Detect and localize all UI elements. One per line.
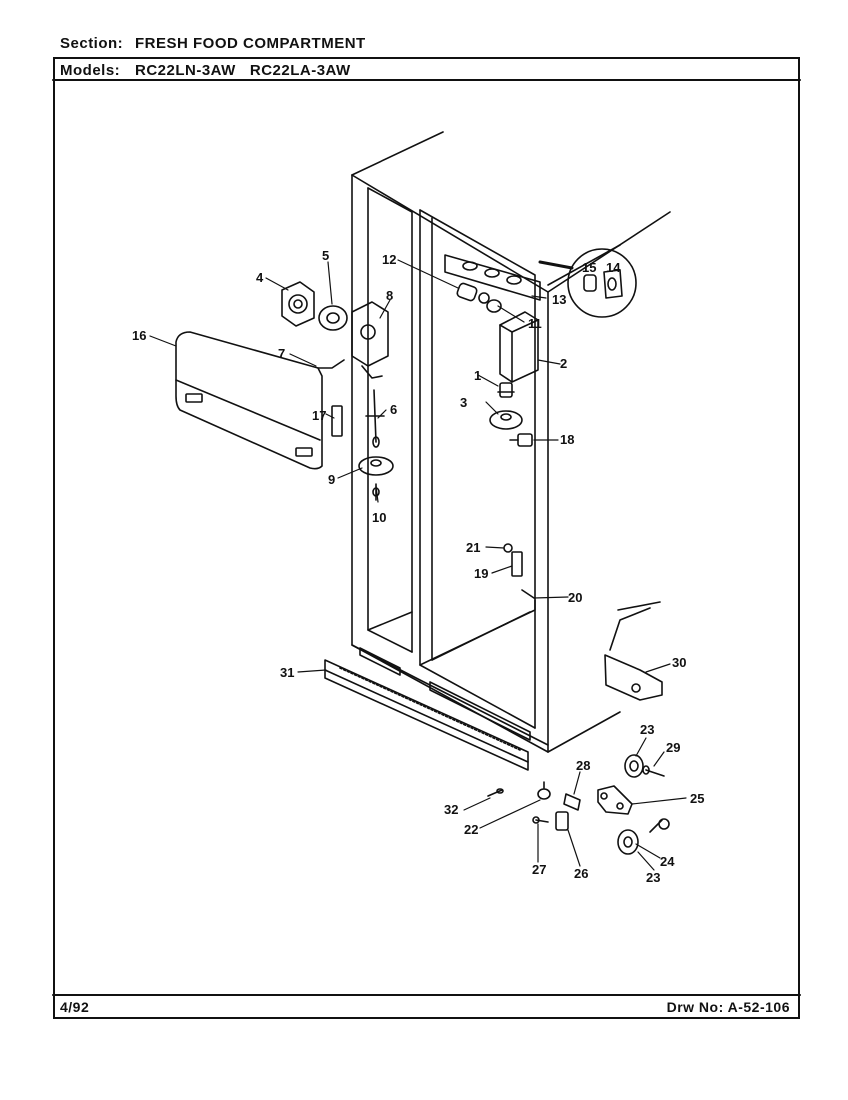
models-label: Models: bbox=[60, 62, 121, 79]
callout-29: 29 bbox=[666, 740, 680, 755]
section-header: Section: FRESH FOOD COMPARTMENT bbox=[60, 35, 380, 52]
callout-1: 1 bbox=[474, 368, 481, 383]
callout-26: 26 bbox=[574, 866, 588, 881]
drawing-number: Drw No: A-52-106 bbox=[666, 999, 790, 1015]
callout-7: 7 bbox=[278, 346, 285, 361]
part-28-plate bbox=[563, 793, 581, 811]
callout-31: 31 bbox=[280, 665, 294, 680]
part-22-washer bbox=[537, 781, 551, 800]
callout-16: 16 bbox=[132, 328, 146, 343]
part-27-screw bbox=[532, 816, 549, 824]
part-29-screw bbox=[642, 765, 665, 777]
callout-20: 20 bbox=[568, 590, 582, 605]
drawing-frame bbox=[53, 57, 800, 1019]
callout-13: 13 bbox=[552, 292, 566, 307]
callout-10: 10 bbox=[372, 510, 386, 525]
callout-21: 21 bbox=[466, 540, 480, 555]
part-4-housing bbox=[281, 281, 315, 327]
cabinet-liner bbox=[351, 131, 671, 753]
callout-4: 4 bbox=[256, 270, 264, 285]
callout-2: 2 bbox=[560, 356, 567, 371]
part-24-bolt bbox=[649, 818, 670, 833]
callout-9: 9 bbox=[328, 472, 335, 487]
callout-17: 17 bbox=[312, 408, 326, 423]
callout-labels: 1 2 3 4 5 6 7 8 9 10 11 12 13 14 15 16 1… bbox=[132, 248, 704, 885]
part-25-leveler-bracket bbox=[597, 785, 633, 815]
part-17-bracket bbox=[331, 405, 343, 437]
callout-12: 12 bbox=[382, 252, 396, 267]
models-header: Models: RC22LN-3AW RC22LA-3AW bbox=[60, 62, 365, 79]
part-8-control-housing bbox=[351, 301, 389, 379]
callout-19: 19 bbox=[474, 566, 488, 581]
callout-14: 14 bbox=[606, 260, 621, 275]
part-5-fan-cover bbox=[318, 305, 348, 331]
part-2-light-shield bbox=[499, 311, 539, 383]
callout-3: 3 bbox=[460, 395, 467, 410]
callout-22: 22 bbox=[464, 822, 478, 837]
callout-27: 27 bbox=[532, 862, 546, 877]
part-31-toe-grille bbox=[324, 659, 529, 771]
part-30-hinge-bracket bbox=[604, 601, 663, 701]
callout-18: 18 bbox=[560, 432, 574, 447]
model-number-2: RC22LA-3AW bbox=[249, 62, 351, 79]
callout-11: 11 bbox=[528, 316, 542, 331]
section-value: FRESH FOOD COMPARTMENT bbox=[135, 35, 366, 52]
callout-32: 32 bbox=[444, 802, 458, 817]
part-1-switch bbox=[497, 382, 515, 398]
part-19-21-20-hinge bbox=[503, 543, 535, 599]
part-18-sensor bbox=[509, 433, 533, 447]
part-7-wire bbox=[317, 359, 345, 369]
part-6-shaft bbox=[365, 389, 385, 448]
part-26-bracket bbox=[555, 811, 569, 831]
leader-lines bbox=[149, 259, 687, 871]
part-11-12-socket-bulb bbox=[456, 282, 502, 313]
part-13-light-bracket bbox=[444, 254, 574, 301]
detail-circle-14-15 bbox=[567, 248, 637, 318]
part-3-knob bbox=[489, 410, 523, 430]
callout-6: 6 bbox=[390, 402, 397, 417]
callout-25: 25 bbox=[690, 791, 704, 806]
part-23-roller-lower bbox=[617, 829, 639, 855]
callout-5: 5 bbox=[322, 248, 329, 263]
section-label: Section: bbox=[60, 35, 124, 52]
part-32-screw bbox=[487, 788, 504, 797]
callout-23-lower: 23 bbox=[646, 870, 660, 885]
revision-date: 4/92 bbox=[60, 999, 90, 1015]
callout-23-upper: 23 bbox=[640, 722, 654, 737]
callout-30: 30 bbox=[672, 655, 686, 670]
part-9-knob bbox=[358, 456, 394, 476]
part-16-cover-panel bbox=[175, 331, 323, 470]
callout-28: 28 bbox=[576, 758, 590, 773]
callout-8: 8 bbox=[386, 288, 393, 303]
callout-24: 24 bbox=[660, 854, 675, 869]
callout-15: 15 bbox=[582, 260, 596, 275]
model-number-1: RC22LN-3AW bbox=[135, 62, 236, 79]
part-23-roller-upper bbox=[624, 754, 644, 778]
